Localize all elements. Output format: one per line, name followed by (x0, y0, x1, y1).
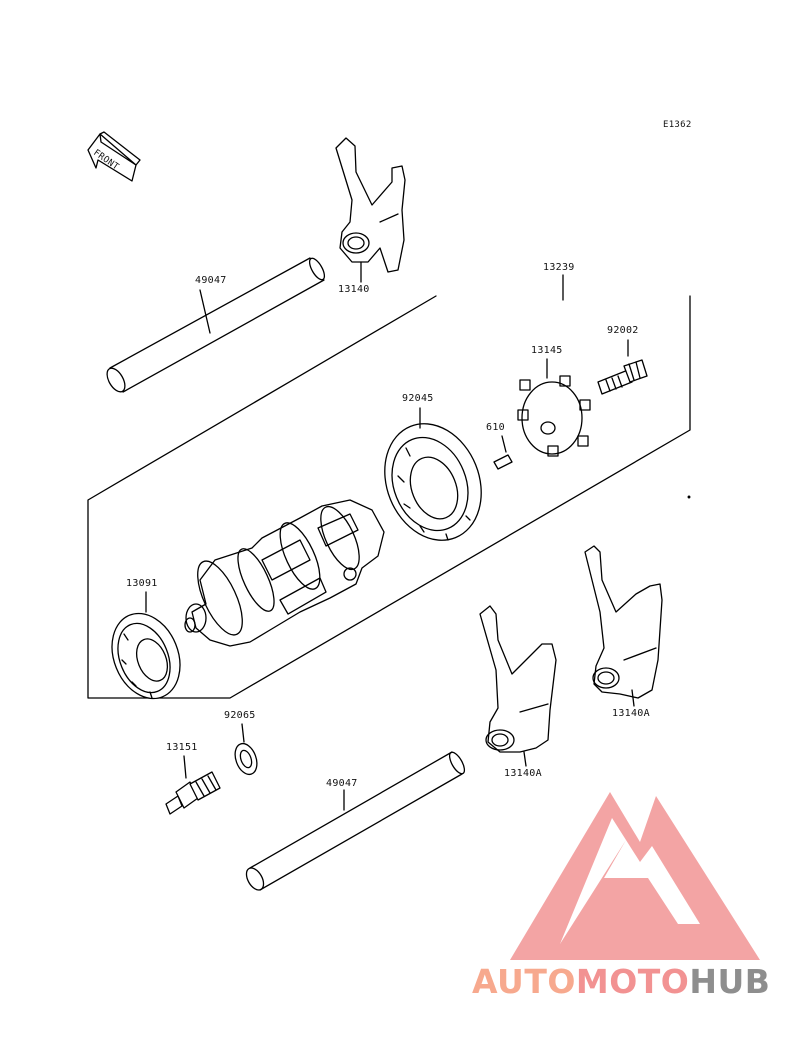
watermark-hub: HUB (689, 962, 771, 1001)
label-13140: 13140 (338, 284, 370, 295)
pin-holder-13145 (517, 358, 591, 457)
label-13140A-mid: 13140A (504, 768, 542, 779)
label-13239: 13239 (543, 262, 575, 273)
watermark-moto: MOTO (575, 962, 690, 1001)
front-arrow-icon (87, 131, 141, 182)
watermark-auto: AUTO (472, 962, 576, 1001)
switch-13151 (165, 755, 221, 815)
label-49047-bottom: 49047 (326, 778, 358, 789)
logo-mark-icon (510, 792, 760, 960)
label-13145: 13145 (531, 345, 563, 356)
watermark-logo: AUTOMOTOHUB (472, 962, 770, 1001)
diagram-code: E1362 (663, 120, 692, 130)
shift-fork-right (584, 545, 663, 707)
bearing-13091 (111, 591, 181, 700)
bolt-92002 (597, 339, 648, 395)
label-92002: 92002 (607, 325, 639, 336)
label-13151: 13151 (166, 742, 198, 753)
pin-610 (493, 435, 513, 470)
bearing-92045 (384, 407, 482, 541)
shift-fork-mid (479, 605, 557, 767)
label-92045: 92045 (402, 393, 434, 404)
label-610: 610 (486, 422, 505, 433)
label-49047-top: 49047 (195, 275, 227, 286)
shift-fork-top (335, 137, 406, 283)
washer-92065 (234, 723, 258, 776)
label-13140A-right: 13140A (612, 708, 650, 719)
shift-drum (184, 499, 385, 647)
label-13091: 13091 (126, 578, 158, 589)
shift-rod-bottom (245, 751, 466, 891)
shift-rod-top (106, 257, 326, 393)
label-92065: 92065 (224, 710, 256, 721)
